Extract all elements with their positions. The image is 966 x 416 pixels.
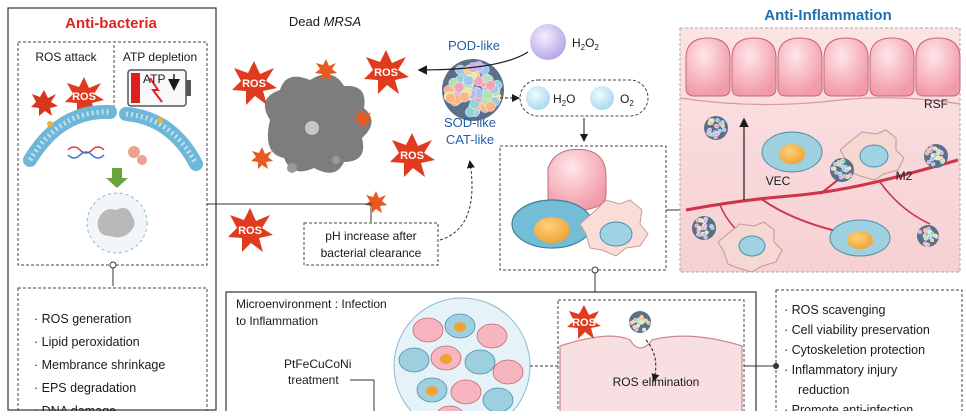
atp-depletion-label: ATP depletion <box>123 50 197 64</box>
ph-box <box>303 222 439 266</box>
ros-starburst-bottom: ROS <box>567 305 601 339</box>
microenvironment-line1: Microenvironment : Infection <box>236 297 387 311</box>
h2o2-sphere <box>530 24 566 60</box>
ros-small-1 <box>315 59 337 81</box>
svg-text:ROS: ROS <box>374 67 398 79</box>
atp-label: ATP <box>143 72 165 86</box>
h2o-sphere <box>526 86 550 110</box>
cell-cluster <box>511 148 649 257</box>
ros-starburst-left-2 <box>31 90 58 116</box>
bacterial-membrane <box>23 104 203 171</box>
atp-battery: ATP <box>127 69 191 107</box>
pod-like-label: POD-like <box>448 38 500 53</box>
svg-text:ROS: ROS <box>572 317 596 329</box>
anti-bacteria-title: Anti-bacteria <box>65 15 157 32</box>
vec-cell-lower <box>829 219 891 257</box>
tissue-nanoparticles <box>692 116 948 247</box>
ros-elimination-box <box>557 299 745 416</box>
ros-elimination-label: ROS elimination <box>613 375 700 389</box>
treatment-line2: treatment <box>288 373 339 387</box>
rsf-label: RSF <box>924 97 948 111</box>
right-bullet-1: · Cell viability preservation <box>784 323 930 337</box>
ros-starburst-2: ROS <box>364 50 409 94</box>
epithelial-cell-layer <box>679 37 961 106</box>
microenvironment-line2: to Inflammation <box>236 314 318 328</box>
cells-box <box>499 145 667 271</box>
right-bullet-5: · Promote anti-infection <box>784 403 913 411</box>
m2-cell <box>839 129 905 181</box>
left-bullet-0: · ROS generation <box>34 312 131 326</box>
dna-fragment <box>67 146 105 159</box>
cat-like-label: CAT-like <box>446 132 494 147</box>
ros-starburst-3: ROS <box>390 133 435 177</box>
dead-mrsa-bacterium <box>264 74 372 173</box>
right-bullet-0: · ROS scavenging <box>784 303 885 317</box>
svg-text:ROS: ROS <box>400 150 424 162</box>
sod-like-label: SOD-like <box>444 115 496 130</box>
ros-small-2 <box>251 147 273 169</box>
nanoparticle-entering-cell <box>629 311 651 333</box>
h2o2-arrow <box>417 51 529 75</box>
svg-text:ROS: ROS <box>242 78 266 90</box>
left-bullet-4: · DNA damage <box>34 404 116 411</box>
ros-starburst-1: ROS <box>232 61 277 105</box>
svg-text:ROS: ROS <box>72 91 96 103</box>
vec-cell <box>761 131 823 173</box>
ros-attack-label: ROS attack <box>35 50 97 64</box>
microenvironment-box <box>225 291 757 416</box>
ros-small-3 <box>365 191 387 213</box>
right-bullet-4: reduction <box>798 383 849 397</box>
ph-line1: pH increase after <box>325 229 416 243</box>
o2-label: O2 <box>620 92 634 108</box>
ros-starburst-left-1: ROS <box>65 77 104 115</box>
ros-small-4 <box>354 109 372 127</box>
anti-inflammation-bullet-list: · ROS scavenging · Cell viability preserv… <box>784 303 930 416</box>
shrunken-bacterium <box>86 192 148 254</box>
left-bullet-1: · Lipid peroxidation <box>34 335 140 349</box>
anti-bacteria-bullets-box <box>17 287 208 416</box>
svg-text:ROS: ROS <box>238 225 262 237</box>
anti-bacteria-panel <box>7 7 217 411</box>
cell-membrane <box>559 335 743 416</box>
h2o2-label: H2O2 <box>572 36 599 52</box>
anti-inflammation-bullets-box <box>775 289 963 416</box>
m2-label: M2 <box>896 169 913 183</box>
o2-sphere <box>590 86 614 110</box>
dead-mrsa-label: Dead MRSA <box>289 14 361 29</box>
right-bullet-3: · Inflammatory injury <box>784 363 898 377</box>
products-box <box>519 79 649 117</box>
ph-curved-arrow <box>439 160 475 241</box>
left-bullet-2: · Membrance shrinkage <box>34 358 165 372</box>
infected-tissue-cluster <box>393 297 531 416</box>
h2o-label: H2O <box>553 92 575 108</box>
treatment-line1: PtFeCuCoNi <box>284 357 351 371</box>
left-bullet-3: · EPS degradation <box>34 381 136 395</box>
anti-inflammation-title: Anti-Inflammation <box>764 7 892 24</box>
ros-starburst-4: ROS <box>228 208 273 252</box>
green-down-arrow <box>106 168 128 188</box>
nanozyme-particle <box>442 59 504 121</box>
right-bullet-2: · Cytoskeletion protection <box>784 343 925 357</box>
ph-line2: bacterial clearance <box>321 246 422 260</box>
anti-bacteria-bullet-list: · ROS generation · Lipid peroxidation · Me… <box>34 312 165 416</box>
m2-cell-lower <box>717 221 783 273</box>
vec-label: VEC <box>766 174 791 188</box>
